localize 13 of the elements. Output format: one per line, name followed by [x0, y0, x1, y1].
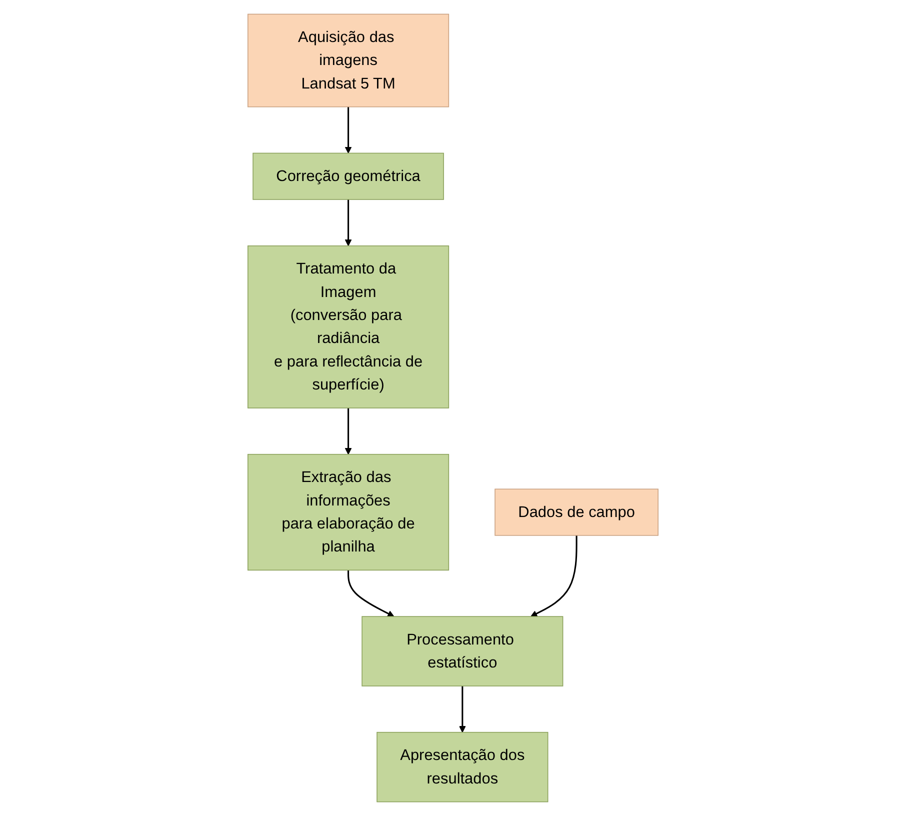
arrow — [344, 106, 352, 154]
arrow — [459, 686, 466, 733]
node-box: Apresentação dos resultados — [376, 732, 548, 802]
node-box: Extração das informações para elaboração de planilha — [248, 454, 450, 571]
node-box: Correção geométrica — [252, 152, 444, 200]
arrow — [344, 408, 352, 455]
node-box: Processamento estatístico — [362, 616, 564, 686]
arrow — [344, 200, 352, 246]
node-box: Tratamento da Imagem (conversão para radiância e para reflectância de superfície) — [248, 245, 450, 408]
arrow — [348, 570, 394, 617]
node-box: Aquisição das imagens Landsat 5 TM — [248, 14, 450, 108]
arrow — [530, 535, 578, 617]
node-box: Dados de campo — [494, 488, 658, 536]
